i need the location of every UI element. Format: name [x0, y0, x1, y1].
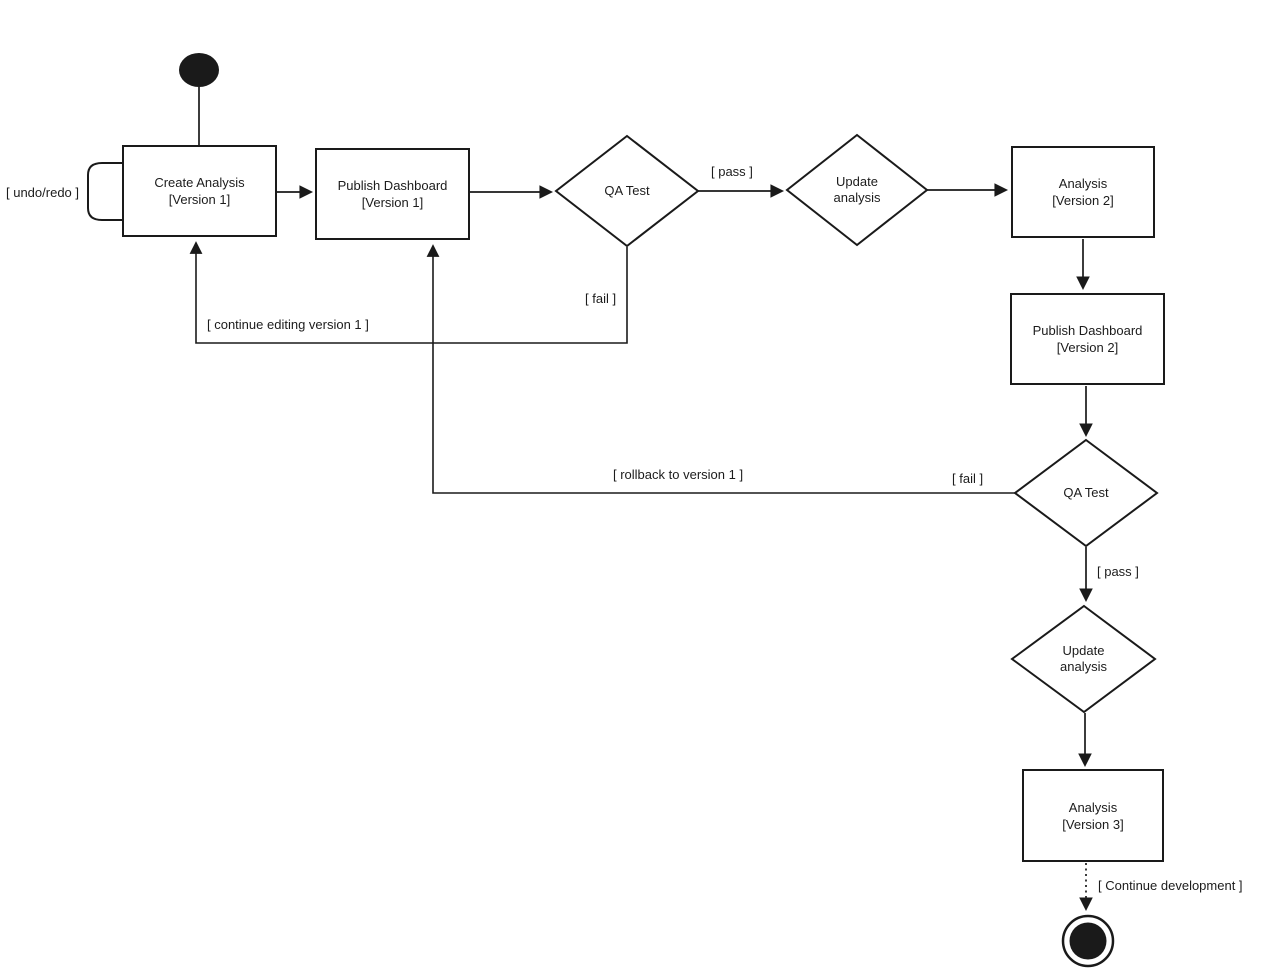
final-state-node-core — [1069, 922, 1107, 960]
action-label: Analysis — [1068, 799, 1118, 815]
action-analysis-v2: Analysis [Version 2] — [1011, 146, 1155, 238]
action-version-label: [Version 2] — [1056, 340, 1119, 355]
qa-test-2-decision-diamond — [1013, 438, 1159, 548]
guard-label-pass-2: [ pass ] — [1097, 564, 1139, 579]
edge-undo-redo-self-loop — [87, 162, 122, 221]
initial-state-node — [179, 53, 219, 87]
guard-label-rollback-to-v1: [ rollback to version 1 ] — [613, 467, 744, 482]
edge-qa1-fail-continue-editing — [189, 241, 628, 344]
action-analysis-v3: Analysis [Version 3] — [1022, 769, 1164, 862]
edge-qa2-fail-rollback — [426, 244, 1015, 494]
guard-label-fail-1: [ fail ] — [585, 291, 617, 306]
action-version-label: [Version 2] — [1052, 193, 1114, 208]
update-analysis-1-decision-diamond — [785, 133, 929, 247]
guard-label-continue-development: [ Continue development ] — [1098, 878, 1243, 893]
guard-label-undo-redo: [ undo/redo ] — [6, 185, 79, 200]
action-create-analysis-v1: Create Analysis [Version 1] — [122, 145, 277, 237]
guard-label-fail-2: [ fail ] — [952, 471, 984, 486]
action-version-label: [Version 1] — [168, 192, 231, 207]
action-publish-dashboard-v1: Publish Dashboard [Version 1] — [315, 148, 470, 240]
guard-label-continue-editing-v1: [ continue editing version 1 ] — [207, 317, 369, 332]
action-label: Publish Dashboard — [1032, 323, 1143, 338]
action-label: Analysis — [1058, 176, 1108, 191]
guard-label-pass-1: [ pass ] — [711, 164, 753, 179]
update-analysis-2-decision-diamond — [1010, 604, 1157, 714]
action-version-label: [Version 3] — [1062, 816, 1124, 832]
action-label: Publish Dashboard — [337, 178, 448, 193]
action-publish-dashboard-v2: Publish Dashboard [Version 2] — [1010, 293, 1165, 385]
action-version-label: [Version 1] — [361, 195, 424, 210]
action-label: Create Analysis — [154, 175, 245, 190]
qa-test-1-decision-diamond — [554, 134, 700, 248]
